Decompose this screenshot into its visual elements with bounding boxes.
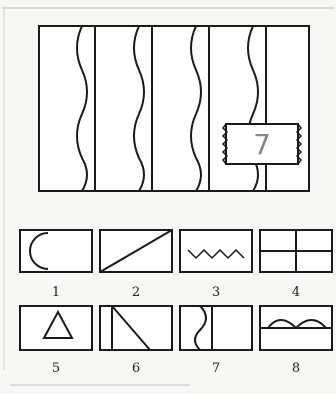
option-tile[interactable]: 8 <box>260 306 332 376</box>
option-label: 2 <box>132 285 140 300</box>
option-label: 1 <box>52 285 60 300</box>
pattern-frame <box>39 26 309 191</box>
option-tile[interactable]: 2 <box>100 230 172 300</box>
option-tile[interactable]: 3 <box>180 230 252 300</box>
option-tile[interactable]: 7 <box>180 306 252 376</box>
option-tile[interactable]: 1 <box>20 230 92 300</box>
option-tile[interactable]: 5 <box>20 306 92 376</box>
missing-piece-label: 7 <box>253 128 271 161</box>
option-label: 4 <box>292 285 300 300</box>
option-label: 8 <box>292 361 300 376</box>
pattern-panel: 7 <box>39 26 309 191</box>
option-label: 6 <box>132 361 140 376</box>
option-tile[interactable]: 6 <box>100 306 172 376</box>
option-label: 7 <box>212 361 220 376</box>
option-label: 5 <box>52 361 60 376</box>
option-label: 3 <box>212 285 220 300</box>
option-tile[interactable]: 4 <box>260 230 332 300</box>
